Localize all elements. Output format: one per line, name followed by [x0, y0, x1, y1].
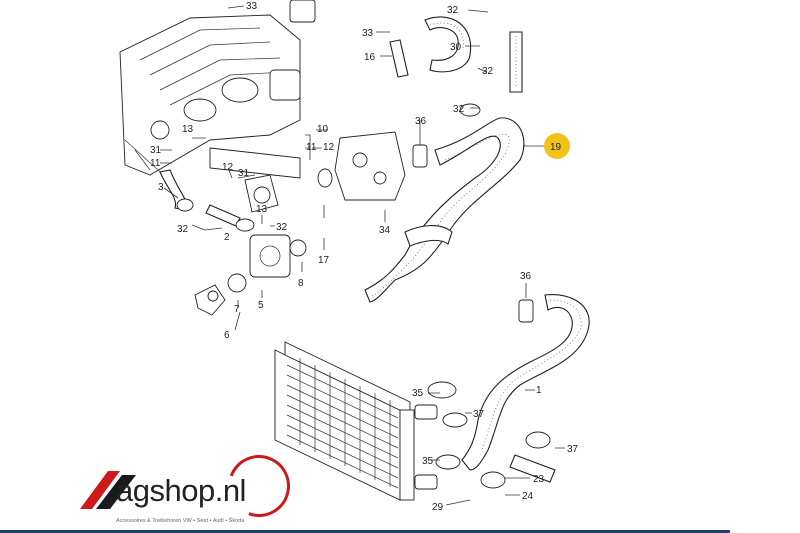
- callout-37: 37: [473, 409, 485, 420]
- thermostat-housing: [209, 131, 406, 201]
- callout-23: 23: [533, 474, 545, 485]
- callout-30: 30: [450, 42, 462, 53]
- callout-37: 37: [567, 444, 579, 455]
- callout-32: 32: [177, 224, 189, 235]
- hose-19: [364, 117, 525, 303]
- vagshop-logo-mark-icon: [80, 471, 136, 509]
- bottom-divider: [0, 530, 730, 533]
- callout-35: 35: [422, 456, 434, 467]
- callout-33: 33: [362, 28, 374, 39]
- leader-lines: [160, 5, 565, 506]
- callout-11: 11: [150, 158, 161, 169]
- callout-6: 6: [224, 330, 230, 341]
- engine-block: [119, 0, 316, 191]
- callout-35: 35: [412, 388, 424, 399]
- brand-tagline: Accessoires & Toebehoren VW • Seat • Aud…: [116, 518, 245, 524]
- callout-36: 36: [520, 271, 532, 282]
- callout-31: 31: [150, 145, 162, 156]
- vagshop-logo[interactable]: agshop.nl Accessoires & Toebehoren VW • …: [78, 444, 308, 530]
- callout-32: 32: [276, 222, 288, 233]
- callout-36: 36: [415, 116, 427, 127]
- callout-10: 10: [317, 124, 329, 135]
- callout-13: 13: [256, 204, 268, 215]
- oil-cooler-group: [194, 174, 307, 316]
- callout-7: 7: [234, 304, 240, 315]
- callout-19: 19: [550, 142, 562, 153]
- callout-32: 32: [447, 5, 459, 16]
- highlight-marker: [544, 133, 570, 159]
- callout-11: 11: [306, 142, 317, 153]
- callout-13: 13: [182, 124, 194, 135]
- callout-24: 24: [522, 491, 534, 502]
- callout-16: 16: [364, 52, 376, 63]
- clamps: [176, 103, 551, 489]
- callout-2: 2: [224, 232, 230, 243]
- brand-name: agshop.nl: [116, 473, 246, 508]
- radiator: [274, 341, 438, 501]
- callout-12: 12: [323, 142, 335, 153]
- callout-34: 34: [379, 225, 391, 236]
- callout-32: 32: [482, 66, 494, 77]
- small-hoses: [159, 16, 523, 227]
- callout-1: 1: [536, 385, 542, 396]
- callout-8: 8: [298, 278, 304, 289]
- callout-29: 29: [432, 502, 444, 513]
- callout-32: 32: [453, 104, 465, 115]
- callout-3: 3: [158, 182, 164, 193]
- callout-5: 5: [258, 300, 264, 311]
- callout-12: 12: [222, 162, 234, 173]
- callout-17: 17: [318, 255, 330, 266]
- callout-31: 31: [238, 168, 250, 179]
- callout-labels: 33 33 16 32 30 32 32 36 19 10 11 12 13 3…: [150, 1, 579, 513]
- callout-33: 33: [246, 1, 258, 12]
- hose-1: [461, 294, 590, 483]
